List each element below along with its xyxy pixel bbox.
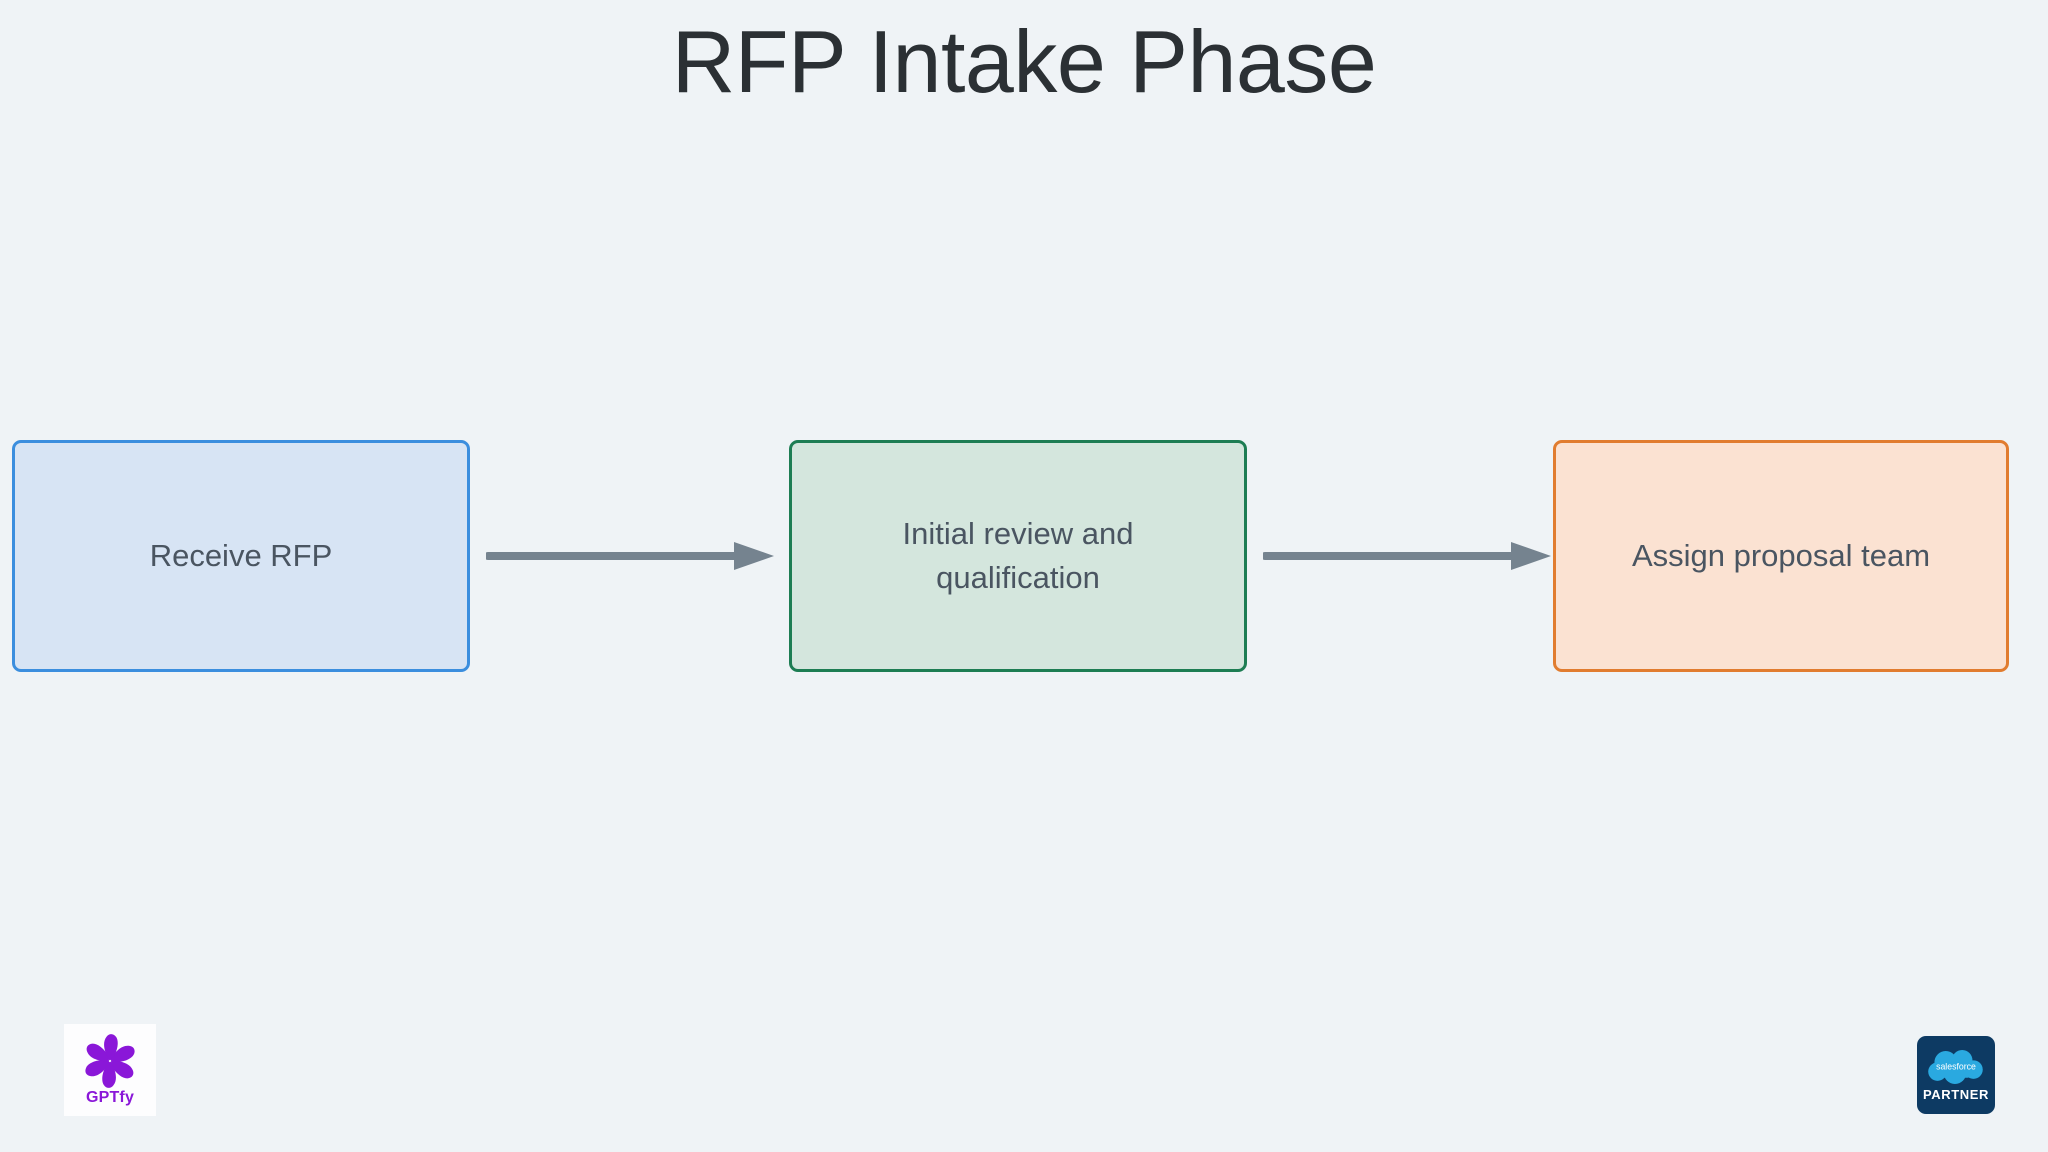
flow-arrow-1-icon (486, 540, 774, 572)
flow-diagram: Receive RFP Initial review and qualifica… (0, 440, 2048, 672)
salesforce-cloud-label: salesforce (1936, 1062, 1976, 1072)
page-title: RFP Intake Phase (671, 12, 1377, 111)
flow-node-label: Initial review and qualification (902, 515, 1134, 595)
salesforce-cloud-icon: salesforce (1928, 1050, 1983, 1084)
flow-node-label: Receive RFP (149, 537, 333, 573)
salesforce-partner-badge: salesforce PARTNER (1917, 1036, 1995, 1114)
flow-node-label: Assign proposal team (1631, 537, 1931, 573)
flow-node-receive-rfp[interactable]: Receive RFP (12, 440, 470, 672)
salesforce-tier-label: PARTNER (1922, 1087, 1990, 1102)
flow-node-assign-proposal-team[interactable]: Assign proposal team (1553, 440, 2009, 672)
gptfy-wordmark: GPTfy (85, 1089, 135, 1106)
gptfy-pinwheel-icon (85, 1034, 135, 1088)
flow-node-initial-review-and-qualification[interactable]: Initial review and qualification (789, 440, 1247, 672)
gptfy-logo: GPTfy (64, 1024, 156, 1116)
flow-arrow-2-icon (1263, 540, 1551, 572)
